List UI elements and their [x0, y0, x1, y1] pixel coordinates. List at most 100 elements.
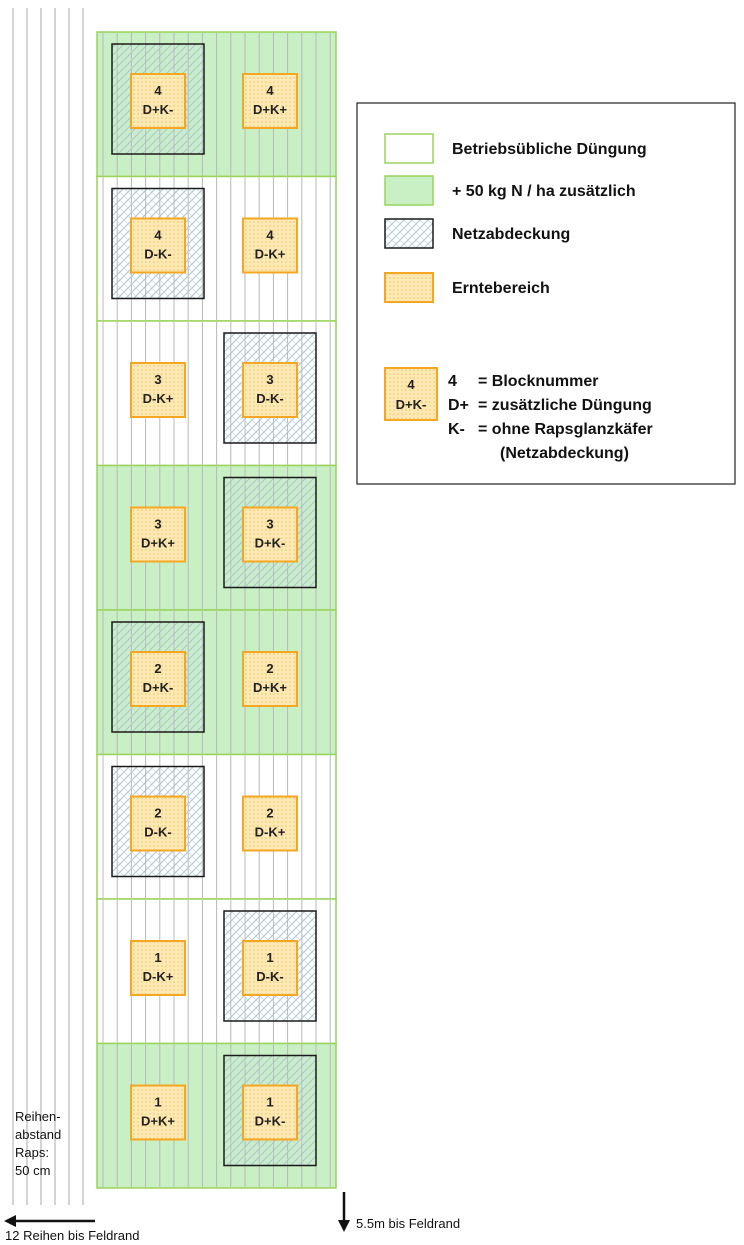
- plot: 3D+K+: [130, 506, 186, 563]
- block-row: 4D-K-4D-K+: [96, 175, 337, 322]
- plot-code: D-K+: [143, 391, 174, 406]
- left-edge-label: 12 Reihen bis Feldrand: [5, 1228, 139, 1243]
- plot-code: D+K-: [143, 680, 174, 695]
- plot-code: D-K+: [255, 825, 286, 840]
- legend-swatch-normal: [384, 133, 434, 164]
- explanation-key-1: 4: [448, 373, 457, 390]
- harvest-area: [242, 940, 298, 996]
- explanation-text-4: (Netzabdeckung): [500, 445, 629, 462]
- legend-label-harvest: Erntebereich: [452, 280, 550, 297]
- crop-rows: [12, 8, 84, 1205]
- plot-code: D+K+: [253, 102, 287, 117]
- plot-code: D-K+: [143, 969, 174, 984]
- plot: 4D-K-: [111, 187, 205, 300]
- harvest-area: [130, 1084, 186, 1141]
- legend-sample-plot: 4 D+K-: [384, 367, 438, 421]
- bottom-edge-note: 5.5m bis Feldrand: [338, 1192, 460, 1232]
- harvest-area: [130, 651, 186, 707]
- block-row: 4D+K-4D+K+: [96, 31, 337, 178]
- plot-number: 3: [154, 372, 161, 387]
- harvest-area: [242, 1084, 298, 1141]
- legend-explanations: 4 = Blocknummer D+ = zusätzliche Düngung…: [448, 373, 653, 462]
- plot-number: 4: [266, 83, 274, 98]
- harvest-area: [130, 795, 186, 852]
- plot: 1D-K+: [130, 940, 186, 996]
- plot: 2D-K-: [111, 765, 205, 878]
- plot-code: D+K-: [255, 536, 286, 551]
- row-spacing-line-1: Reihen-: [15, 1109, 61, 1124]
- block-row: 3D-K+3D-K-: [96, 320, 337, 467]
- explanation-text-2: = zusätzliche Düngung: [478, 397, 652, 414]
- plot: 4D-K+: [242, 217, 298, 274]
- block-row: 2D-K- 2D-K+: [96, 753, 337, 900]
- plot-code: D+K+: [141, 536, 175, 551]
- plot-code: D-K+: [255, 247, 286, 262]
- block-row: 1D+K+1D+K-: [96, 1042, 337, 1189]
- plot-code: D+K+: [141, 1114, 175, 1129]
- legend: Betriebsübliche Düngung+ 50 kg N / ha zu…: [356, 102, 736, 485]
- plot-number: 2: [266, 806, 273, 821]
- legend-sample-number: 4: [407, 377, 415, 392]
- plot-number: 2: [154, 661, 161, 676]
- row-spacing-line-2: abstand: [15, 1127, 61, 1142]
- row-spacing-line-4: 50 cm: [15, 1163, 50, 1178]
- plot: 4D+K-: [111, 43, 205, 155]
- net-cover-area: [111, 621, 205, 733]
- legend-swatch-net: [384, 218, 434, 249]
- plot-number: 4: [154, 228, 162, 243]
- harvest-area: [130, 73, 186, 129]
- row-spacing-note: Reihen- abstand Raps: 50 cm: [15, 1109, 61, 1178]
- field-blocks: 4D+K-4D+K+4D-K-4D-K+3D-K+3D-K-3D+K+3D+K-…: [96, 31, 337, 1189]
- harvest-area: [130, 217, 186, 274]
- harvest-area: [130, 362, 186, 418]
- plot-code: D+K+: [253, 680, 287, 695]
- row-spacing-line-3: Raps:: [15, 1145, 49, 1160]
- plot: 1D+K-: [223, 1054, 317, 1167]
- net-cover-area: [223, 332, 317, 444]
- plot: 1D+K+: [130, 1084, 186, 1141]
- legend-sample-code: D+K-: [396, 397, 427, 412]
- plot-code: D-K-: [144, 247, 171, 262]
- plot-code: D-K-: [256, 391, 283, 406]
- legend-label-extra: + 50 kg N / ha zusätzlich: [452, 183, 636, 200]
- plot-code: D-K-: [144, 825, 171, 840]
- harvest-area: [242, 506, 298, 563]
- plot-number: 1: [154, 950, 161, 965]
- explanation-key-2: D+: [448, 397, 469, 414]
- explanation-text-1: = Blocknummer: [478, 373, 598, 390]
- block-row: 3D+K+ 3D+K-: [96, 464, 337, 611]
- plot: 3D-K-: [223, 332, 317, 444]
- harvest-area: [242, 651, 298, 707]
- harvest-area: [130, 940, 186, 996]
- plot-number: 3: [266, 372, 273, 387]
- bottom-edge-label: 5.5m bis Feldrand: [356, 1216, 460, 1231]
- legend-swatch-harvest: [384, 272, 434, 303]
- harvest-area: [242, 362, 298, 418]
- left-edge-note: 12 Reihen bis Feldrand: [4, 1215, 139, 1243]
- plot-code: D+K-: [255, 1114, 286, 1129]
- harvest-area: [242, 73, 298, 129]
- plot-number: 1: [154, 1095, 161, 1110]
- block-row: 2D+K- 2D+K+: [96, 609, 337, 756]
- block-row: 1D-K+1D-K-: [96, 898, 337, 1045]
- plot: 2D-K+: [242, 795, 298, 852]
- plot-number: 1: [266, 1095, 273, 1110]
- plot: 3D-K+: [130, 362, 186, 418]
- legend-label-net: Netzabdeckung: [452, 226, 570, 243]
- plot-number: 3: [266, 517, 273, 532]
- legend-swatch-extra: [384, 175, 434, 206]
- legend-sample-square: [384, 367, 438, 421]
- down-arrow-icon: [338, 1220, 350, 1232]
- harvest-area: [130, 506, 186, 563]
- plot-number: 2: [266, 661, 273, 676]
- plot-code: D-K-: [256, 969, 283, 984]
- plot-number: 1: [266, 950, 273, 965]
- plot-number: 4: [154, 83, 162, 98]
- plot-code: D+K-: [143, 102, 174, 117]
- plot: 1D-K-: [223, 910, 317, 1022]
- explanation-text-3: = ohne Rapsglanzkäfer: [478, 421, 653, 438]
- harvest-area: [242, 217, 298, 274]
- harvest-area: [242, 795, 298, 852]
- explanation-key-3: K-: [448, 421, 465, 438]
